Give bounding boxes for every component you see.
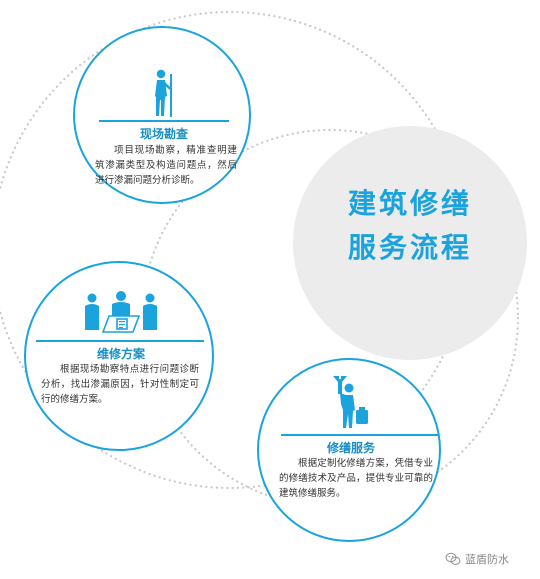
step-title: 现场勘查	[139, 127, 188, 141]
step-divider	[99, 120, 229, 122]
meeting-icon	[85, 291, 157, 333]
watermark-text: 蓝盾防水	[465, 553, 509, 566]
center-circle	[293, 126, 527, 360]
wechat-icon	[445, 552, 461, 565]
diagram-title-line-1: 建筑修缮	[347, 187, 472, 220]
step-title: 维修方案	[96, 347, 145, 361]
step-repair-plan: 维修方案 根据现场勘察特点进行问题诊断分析，找出渗漏原因，针对性制定可行的修缮方…	[24, 261, 214, 451]
step-site-survey: 现场勘查 项目现场勘察，精准查明建筑渗漏类型及构造问题点，然后进行渗漏问题分析诊…	[73, 26, 251, 204]
step-description: 根据现场勘察特点进行问题诊断分析，找出渗漏原因，针对性制定可行的修缮方案。	[41, 364, 199, 405]
step-description: 项目现场勘察，精准查明建筑渗漏类型及构造问题点，然后进行渗漏问题分析诊断。	[95, 145, 237, 186]
worker-with-wrench-icon	[333, 376, 368, 428]
diagram-title: 建筑修缮 服务流程	[293, 182, 527, 270]
surveyor-with-staff-icon	[155, 69, 172, 117]
step-divider	[281, 434, 439, 436]
step-divider	[36, 340, 204, 342]
step-description: 根据定制化修缮方案，凭借专业的修缮技术及产品，提供专业可靠的建筑修缮服务。	[279, 458, 433, 499]
account-watermark: 蓝盾防水	[445, 551, 509, 567]
step-repair-service: 修缮服务 根据定制化修缮方案，凭借专业的修缮技术及产品，提供专业可靠的建筑修缮服…	[257, 358, 441, 542]
inner-dotted-ring	[140, 128, 520, 508]
step-title: 修缮服务	[326, 441, 375, 455]
diagram-title-line-2: 服务流程	[347, 231, 472, 264]
